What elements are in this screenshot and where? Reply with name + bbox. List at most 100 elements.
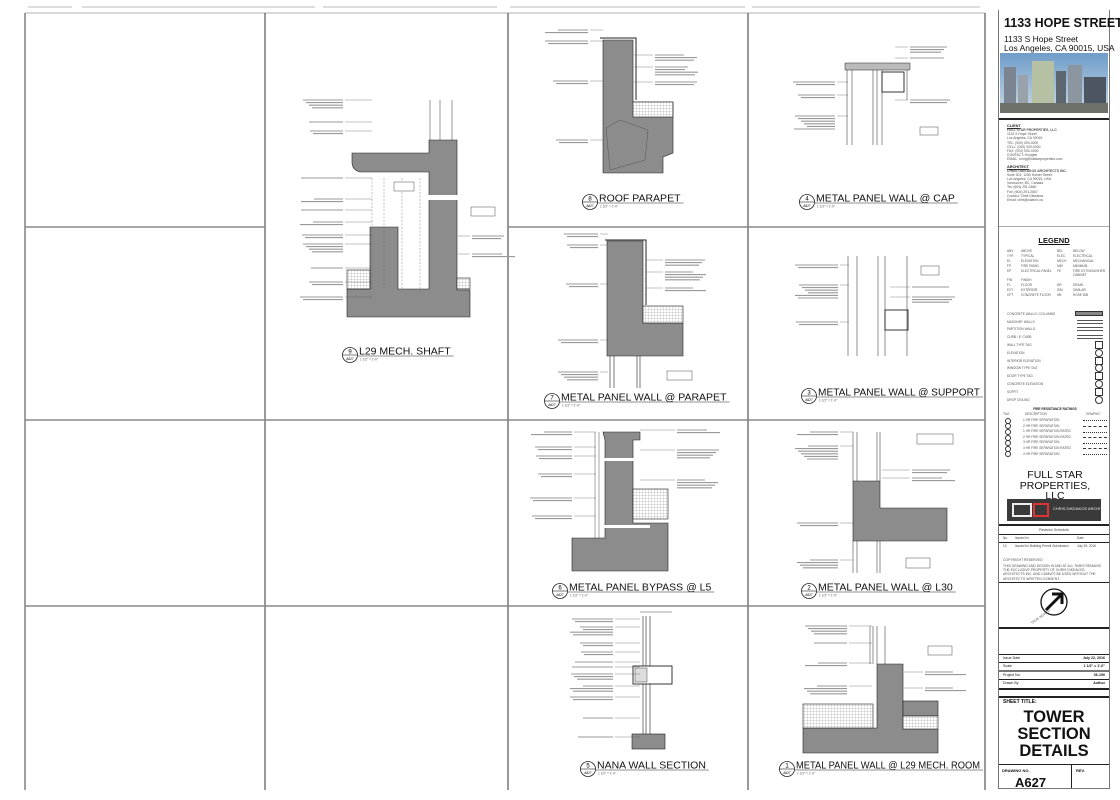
abbreviation-cell: MIN: [1057, 264, 1063, 269]
project-name: 1133 HOPE STREET: [1004, 16, 1120, 30]
detail-title-text: NANA WALL SECTION: [597, 760, 706, 772]
info-line: CELL: (000) 000-0000: [1007, 144, 1041, 149]
abbreviation-cell: DRAIN: [1073, 283, 1083, 288]
fire-rating-desc: 1 HR FIRE SEPARATION: [1023, 417, 1060, 422]
legend-symbol-label: CURB / 6" CURB: [1007, 335, 1032, 340]
detail-number: 9: [348, 350, 352, 356]
abbreviation-cell: FIRE PANEL: [1021, 264, 1040, 269]
legend-symbol-row: CONCRETE WALLS / COLUMNS: [1007, 310, 1103, 318]
north-label: TRUE NORTH: [1030, 608, 1051, 625]
abbreviation-cell: EXT: [1007, 288, 1014, 293]
rev-desc: Issued for Building Permit Submission: [1015, 544, 1069, 548]
abbreviation-cell: FINISH: [1021, 278, 1032, 283]
detail-sheet-ref: A627: [586, 204, 594, 208]
detail-6-drawing: [571, 431, 669, 572]
fire-rating-desc: 2 HR FIRE SEPARATION: [1023, 423, 1060, 428]
legend-symbol-label: WINDOW TYPE TAG: [1007, 366, 1038, 371]
legend-symbol-graphic: [1095, 341, 1103, 350]
legend-symbol-graphic: [1095, 348, 1103, 357]
revision-schedule-title: Revision Schedule: [1039, 528, 1069, 532]
detail-sheet-ref: A627: [805, 593, 813, 597]
abbreviation-cell: ELEC: [1057, 254, 1066, 259]
fire-header-cell: DESCRIPTION: [1025, 412, 1047, 417]
detail-number: 6: [558, 586, 562, 592]
abbreviation-cell: FLOOR: [1021, 283, 1032, 288]
legend-symbol-row: SOFFIT: [1007, 387, 1103, 396]
detail-scale: 1 1/2" = 1'-0": [600, 205, 618, 209]
detail-2-drawing: [852, 432, 954, 573]
legend-symbol-row: DOOR TYPE TAG: [1007, 372, 1103, 381]
detail-3-drawing: [847, 256, 940, 356]
detail-sheet-ref: A627: [783, 771, 791, 775]
fire-rating-row: 3 HR FIRE SEPARATION RATED: [1003, 445, 1107, 452]
detail-scale: 1 1/2" = 1'-0": [819, 594, 837, 598]
fire-tag-icon: [1005, 429, 1011, 436]
drawing-no: A627: [1015, 775, 1047, 790]
abbreviation-cell: CONCRETE FLOOR: [1021, 293, 1051, 298]
rev-no: 13: [1003, 544, 1007, 548]
fire-rating-row: 1 HR FIRE SEPARATION RATED: [1003, 429, 1107, 436]
architect-logo-text: CHRIS DIKEAKOS ARCHITECTURAL CORP: [1053, 506, 1101, 511]
rev-col-desc: Issued for: [1015, 536, 1029, 540]
legend-symbol-row: WINDOW TYPE TAG: [1007, 364, 1103, 373]
rev-col-no: No.: [1003, 536, 1008, 540]
abbreviation-cell: FIN: [1007, 278, 1013, 283]
legend-symbol-graphic: [1075, 311, 1103, 317]
abbreviation-cell: ELECTRICAL: [1073, 254, 1093, 259]
info-line: Vancouver, BC, Canada: [1007, 181, 1044, 186]
legend-symbol-row: CONCRETE ELEVATION: [1007, 380, 1103, 389]
sheet-title-line: DETAILS: [1019, 742, 1089, 760]
copyright-heading: COPYRIGHT RESERVED: [1003, 558, 1043, 562]
legend-symbol-label: DOOR TYPE TAG: [1007, 374, 1033, 379]
fire-header-cell: GRAPHIC: [1086, 412, 1101, 417]
abbreviation-cell: BELOW: [1073, 249, 1085, 253]
architect-logo: CHRIS DIKEAKOS ARCHITECTURAL CORP: [1007, 499, 1120, 521]
title-block: 1133 HOPE STREET 1133 S Hope Street Los …: [998, 10, 1120, 790]
detail-title-text: METAL PANEL WALL @ L29 MECH. ROOM: [796, 760, 980, 772]
legend-symbol-row: ELEVATION: [1007, 348, 1103, 357]
info-line: FAX: (000) 000-0000: [1007, 149, 1039, 154]
detail-sheet-ref: A627: [584, 771, 592, 775]
detail-8-drawing: [600, 37, 674, 174]
info-line: Fax: (604) 291-2667: [1007, 189, 1038, 194]
legend-symbol-graphic: [1095, 372, 1103, 381]
detail-scale: 1 1/2" = 1'-0": [570, 594, 588, 598]
north-arrow-icon: TRUE NORTH: [1030, 588, 1068, 625]
detail-7-drawing: [605, 239, 693, 388]
sheet-title-label: SHEET TITLE:: [1003, 699, 1037, 705]
sheet-title-line: SECTION: [1017, 725, 1091, 743]
abbreviation-cell: MECHANICAL: [1073, 259, 1094, 264]
detail-scale: 1 1/2" = 1'-0": [797, 772, 815, 776]
fire-rating-graphic: [1083, 431, 1107, 433]
fire-rating-row: 4 HR FIRE SEPARATION: [1003, 451, 1107, 458]
info-line: 1133 S Hope Street: [1007, 132, 1037, 137]
detail-scale: 1 1/2" = 1'-0": [360, 358, 378, 362]
project-no-value: 06-190: [1093, 673, 1105, 677]
abbreviation-cell: FIRE EXTINGUISHER CABINET: [1073, 269, 1106, 277]
info-line: Los Angeles, CA 90015, USA: [1007, 177, 1052, 182]
legend-symbol-graphic: [1077, 327, 1103, 332]
detail-title-text: METAL PANEL WALL @ SUPPORT: [818, 387, 981, 399]
info-line: EMAIL: hong@fullstarproperties.com: [1007, 157, 1063, 162]
info-line: Email: chris@cdarch.ca: [1007, 198, 1043, 203]
fire-tag-icon: [1005, 440, 1011, 447]
detail-sheet-ref: A627: [556, 593, 564, 597]
detail-4-drawing: [844, 62, 939, 145]
detail-title-text: METAL PANEL WALL @ PARAPET: [561, 392, 727, 404]
legend-symbol-label: ELEVATION: [1007, 350, 1025, 355]
project-photo: [1000, 53, 1108, 113]
abbreviation-cell: FP: [1007, 264, 1012, 269]
detail-number: 4: [805, 197, 809, 203]
project-address-line2: Los Angeles, CA 90015, USA: [1004, 43, 1115, 53]
detail-5-drawing: [631, 611, 673, 750]
detail-number: 2: [807, 586, 811, 592]
